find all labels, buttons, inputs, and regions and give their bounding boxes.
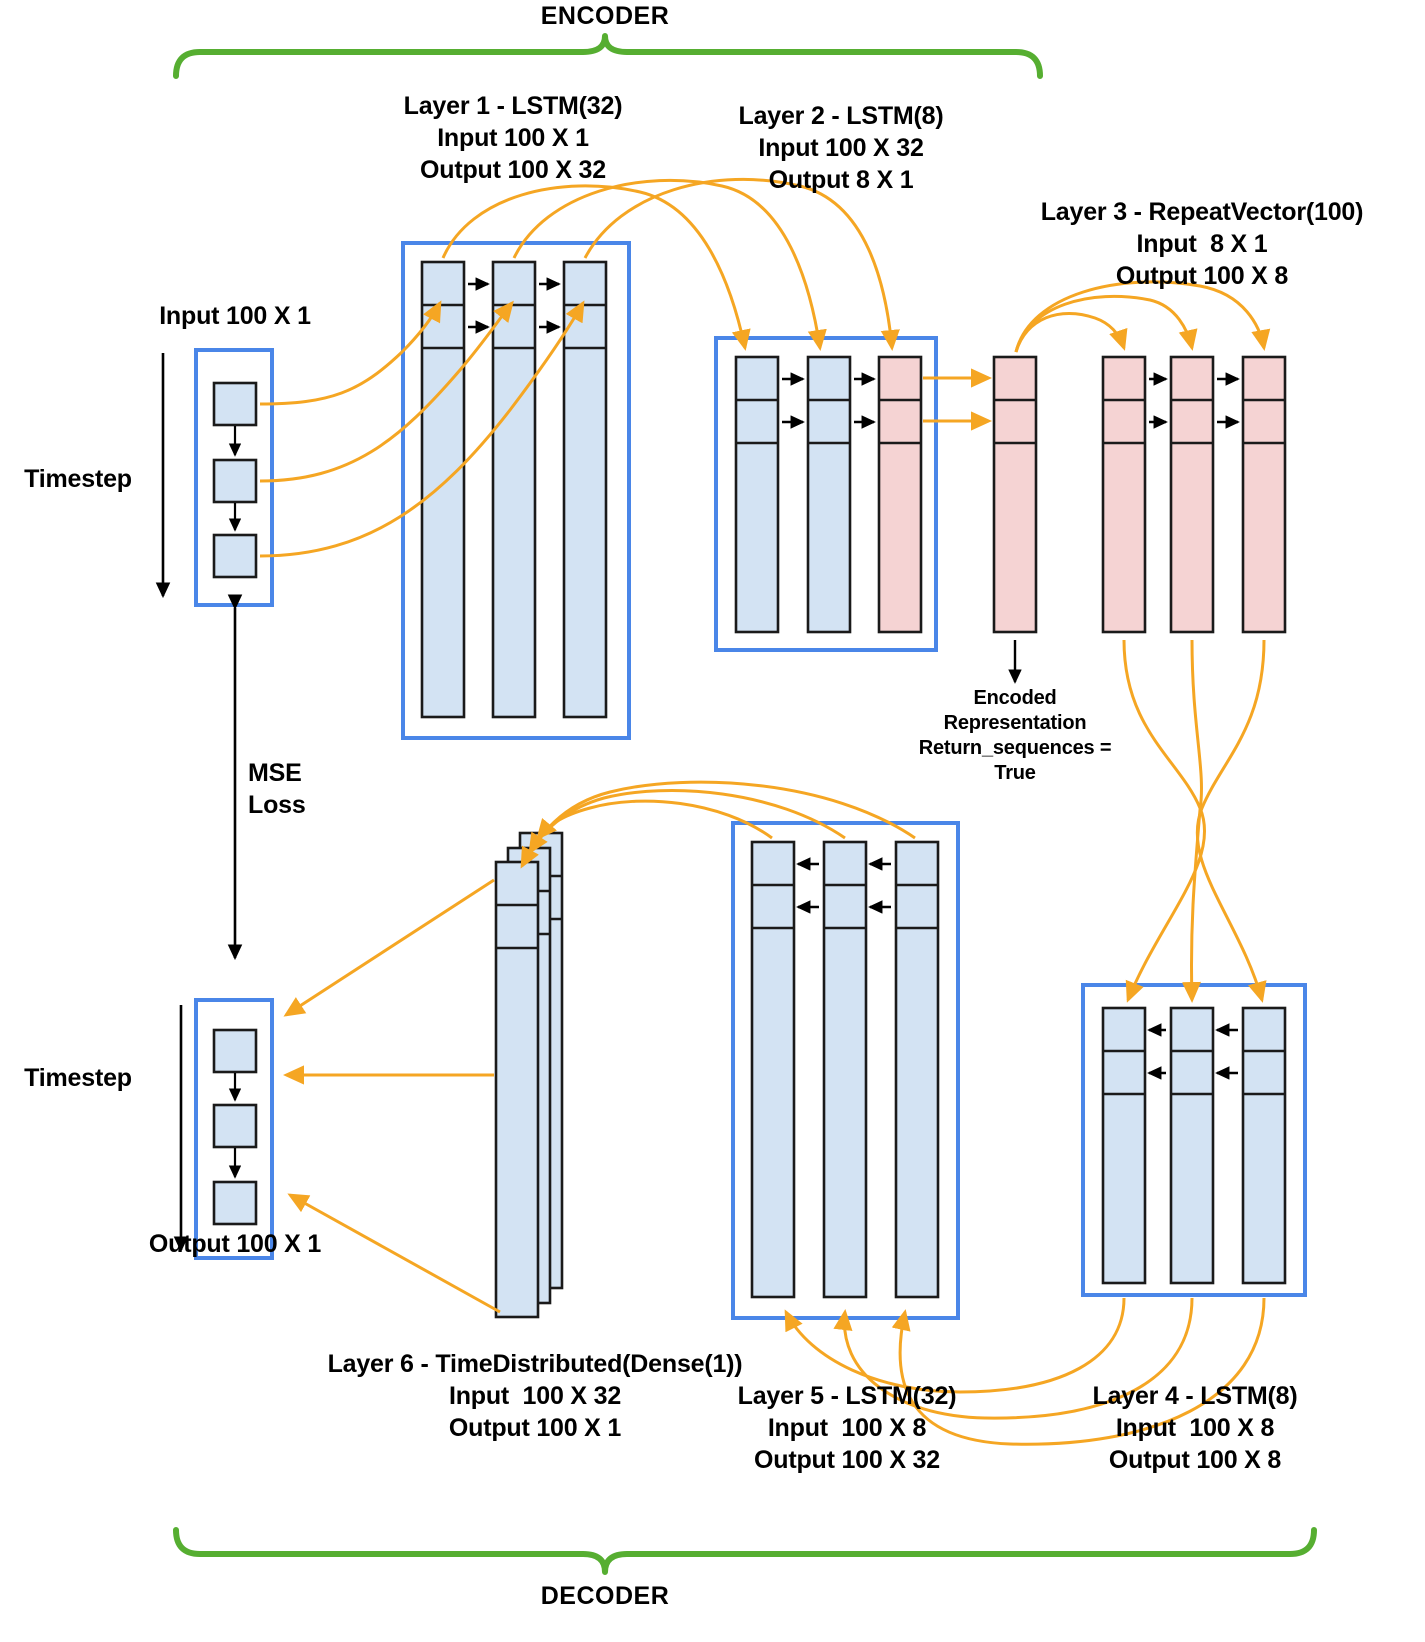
decoder-bracket — [173, 1527, 1317, 1575]
layer6-line3: Output 100 X 1 — [448, 1414, 622, 1442]
encoded-line4: True — [994, 762, 1036, 784]
input-column — [155, 348, 274, 607]
encoded-line1: Encoded — [973, 687, 1057, 709]
layer2-line3: Output 8 X 1 — [768, 166, 914, 194]
layer3-line3: Output 100 X 8 — [1115, 262, 1289, 290]
layer1-line3: Output 100 X 32 — [420, 156, 606, 184]
encoded-line3: Return_sequences = — [918, 737, 1112, 759]
layer2-line1: Layer 2 - LSTM(8) — [738, 102, 944, 130]
layer1-line2: Input 100 X 1 — [437, 124, 589, 152]
orange-connectors-layer5-to-layer6 — [520, 780, 916, 869]
layer6-line2: Input 100 X 32 — [448, 1382, 622, 1410]
layer6-dense-cells — [494, 831, 564, 1319]
layer4-line2: Input 100 X 8 — [1115, 1414, 1275, 1442]
encoded-representation-cell — [923, 355, 1038, 684]
input-title: Input 100 X 1 — [159, 302, 311, 330]
output-column — [173, 998, 274, 1260]
layer1-line1: Layer 1 - LSTM(32) — [403, 92, 623, 120]
decoder-title: DECODER — [540, 1582, 670, 1610]
orange-connectors-encoded-to-layer3 — [1014, 280, 1271, 353]
layer5-line1: Layer 5 - LSTM(32) — [737, 1382, 957, 1410]
layer4-line1: Layer 4 - LSTM(8) — [1092, 1382, 1298, 1410]
timestep-label-output: Timestep — [24, 1064, 132, 1092]
output-title: Output 100 X 1 — [148, 1230, 322, 1258]
layer2-block — [714, 336, 938, 652]
layer5-block — [731, 821, 960, 1320]
orange-connectors-layer3-to-layer4 — [1122, 639, 1267, 1003]
timestep-label-input: Timestep — [24, 465, 132, 493]
layer3-repeatvector-cells — [1101, 355, 1287, 634]
encoder-title: ENCODER — [540, 2, 670, 30]
mse-loss-line2: Loss — [248, 791, 306, 819]
encoded-line2: Representation — [943, 712, 1087, 734]
layer5-line3: Output 100 X 32 — [754, 1446, 940, 1474]
layer4-block — [1081, 983, 1307, 1297]
orange-connectors-input-to-layer1 — [259, 300, 585, 558]
orange-connectors-layer1-to-layer2 — [441, 177, 900, 351]
orange-connectors-layer4-to-layer5 — [784, 1297, 1266, 1446]
layer1-block — [401, 241, 631, 740]
layer5-line2: Input 100 X 8 — [767, 1414, 927, 1442]
layer4-line3: Output 100 X 8 — [1108, 1446, 1282, 1474]
mse-loss-line1: MSE — [248, 759, 302, 787]
encoder-bracket — [173, 33, 1043, 79]
layer2-line2: Input 100 X 32 — [758, 134, 924, 162]
layer6-line1: Layer 6 - TimeDistributed(Dense(1)) — [327, 1350, 743, 1378]
orange-connectors-layer6-to-output — [283, 878, 501, 1314]
layer3-line1: Layer 3 - RepeatVector(100) — [1040, 198, 1364, 226]
layer3-line2: Input 8 X 1 — [1136, 230, 1268, 258]
